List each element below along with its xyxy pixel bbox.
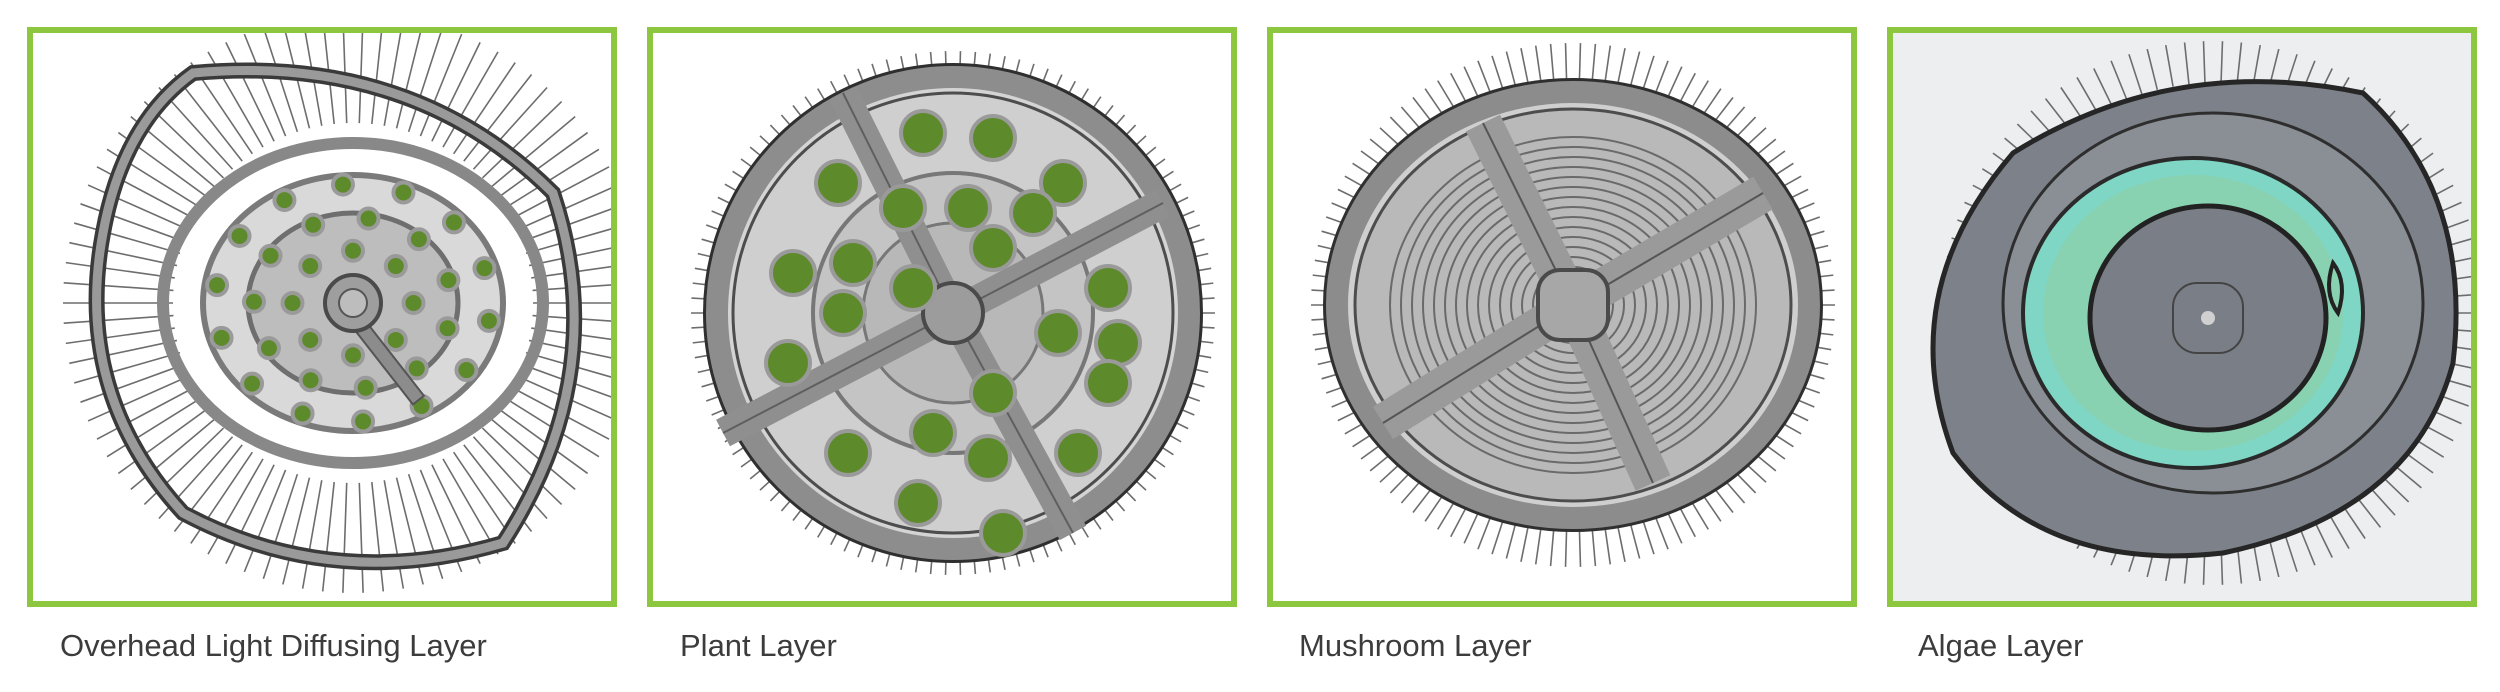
algae-layer-caption: Algae Layer — [1918, 628, 2084, 663]
mushroom-layer-caption: Mushroom Layer — [1299, 628, 1532, 663]
overhead-layer-caption: Overhead Light Diffusing Layer — [60, 628, 487, 663]
algae-layer-illustration — [1930, 41, 2471, 585]
algae-layer-panel — [1887, 27, 2477, 607]
overhead-layer-illustration — [63, 33, 611, 593]
mushroom-layer-panel — [1267, 27, 1857, 607]
plant-layer-panel — [647, 27, 1237, 607]
plant-layer-illustration — [691, 51, 1215, 575]
mushroom-layer-illustration — [1311, 43, 1835, 567]
plant-layer-caption: Plant Layer — [680, 628, 837, 663]
overhead-layer-panel — [27, 27, 617, 607]
